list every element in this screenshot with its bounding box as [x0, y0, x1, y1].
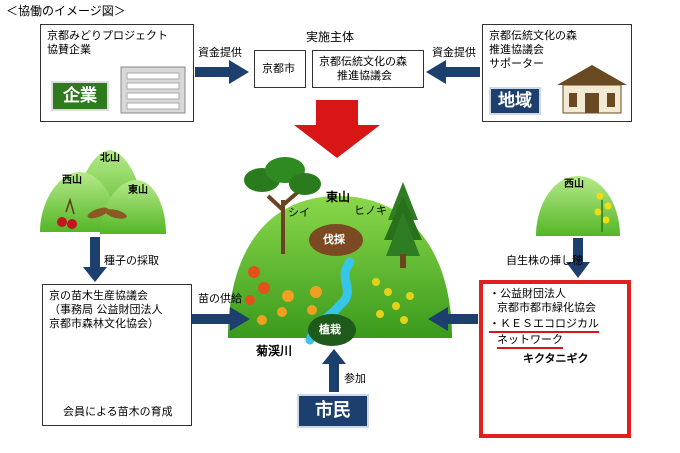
region-line3: サポーター — [489, 57, 544, 70]
region-badge: 地域 — [489, 87, 541, 115]
council-box: 京都伝統文化の森 推進協議会 — [312, 50, 424, 88]
nursery-line2: （事務局 公益財団法人 — [49, 303, 163, 316]
council-line1: 京都伝統文化の森 — [319, 55, 407, 68]
center-higashiyama: 東山 — [326, 190, 351, 204]
planting-label: 植栽 — [319, 323, 341, 336]
region-line1: 京都伝統文化の森 — [489, 29, 577, 42]
shii-label: シイ — [288, 206, 310, 219]
kyoto-city-box: 京都市 — [254, 50, 306, 88]
left-hill-kitayama: 北山 — [100, 153, 120, 164]
nursery-line1: 京の苗木生産協議会 — [49, 289, 148, 302]
right-hill-nishiyama: 西山 — [564, 179, 584, 190]
river-label: 菊渓川 — [256, 344, 293, 358]
region-line2: 推進協議会 — [489, 43, 544, 56]
cuttings-arrow-left — [428, 307, 478, 331]
corporate-box: 京都みどりプロジェクト 協賛企業 企業 — [40, 24, 194, 122]
left-hill-higashiyama: 東山 — [128, 185, 148, 196]
big-red-arrow — [294, 100, 380, 158]
diagram-title: ＜協働のイメージ図＞ — [6, 4, 126, 18]
partners-box: ・公益財団法人 京都市都市緑化協会 ・ＫＥＳエコロジカル ネットワーク キクタニ… — [479, 280, 631, 438]
citizens-badge: 市民 — [297, 394, 369, 428]
funding-arrow-left — [195, 60, 249, 84]
seedling-supply-label: 苗の供給 — [198, 292, 242, 305]
region-box: 京都伝統文化の森 推進協議会 サポーター 地域 — [482, 24, 632, 122]
cuttings-arrow-down — [566, 238, 590, 278]
center-mountain-illustration — [228, 157, 452, 346]
funding-label-right: 資金提供 — [432, 46, 476, 59]
left-hills-illustration — [40, 150, 166, 234]
corporate-line1: 京都みどりプロジェクト — [47, 29, 168, 42]
corporate-line2: 協賛企業 — [47, 43, 91, 56]
office-building-icon — [120, 66, 186, 114]
traditional-house-icon — [557, 65, 627, 114]
center-header: 実施主体 — [306, 30, 355, 44]
nursery-line3: 京都市森林文化協会） — [49, 317, 159, 330]
seed-collection-label: 種子の採取 — [104, 254, 159, 267]
right-hill-illustration — [536, 176, 620, 236]
cuttings-label: 自生株の挿し穂 — [506, 254, 583, 267]
seedling-arrow-right — [192, 307, 250, 331]
partners-line1: ・公益財団法人 — [489, 287, 566, 300]
partners-line2: 京都市都市緑化協会 — [497, 301, 596, 314]
seed-arrow-down — [83, 237, 107, 282]
left-hill-nishiyama: 西山 — [62, 175, 82, 186]
partners-line3: ・ＫＥＳエコロジカル — [489, 317, 599, 333]
council-line2: 推進協議会 — [337, 69, 392, 82]
participation-arrow-up — [322, 349, 346, 392]
corporate-badge: 企業 — [51, 81, 109, 111]
funding-label-left: 資金提供 — [198, 46, 242, 59]
participation-label: 参加 — [344, 372, 366, 385]
thinning-label: 伐採 — [323, 233, 345, 246]
nursery-caption: 会員による苗木の育成 — [63, 405, 173, 418]
nursery-box: 京の苗木生産協議会 （事務局 公益財団法人 京都市森林文化協会） 会員による苗木… — [42, 284, 192, 426]
hinoki-label: ヒノキ — [354, 204, 387, 217]
funding-arrow-right — [426, 60, 480, 84]
species-label: キクタニギク — [523, 352, 589, 365]
partners-line4: ネットワーク — [497, 333, 563, 349]
kyoto-city-label: 京都市 — [262, 62, 295, 75]
